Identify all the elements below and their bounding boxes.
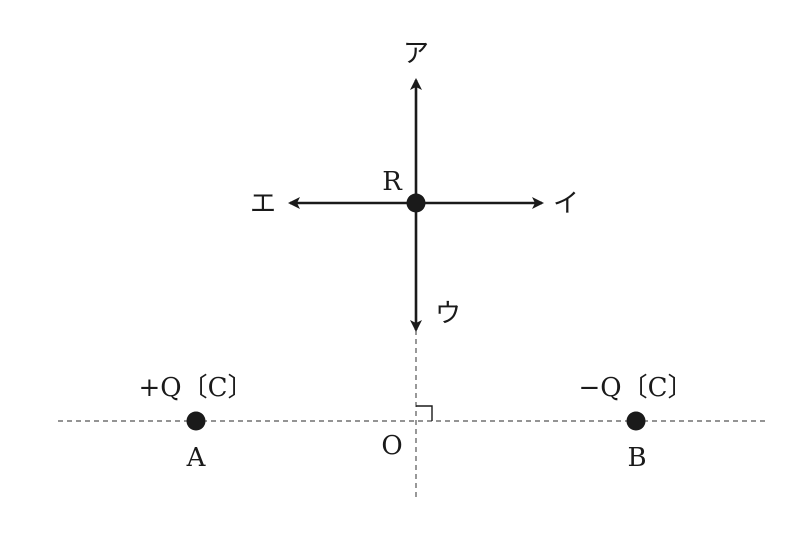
label-charge-b: −Q〔C〕	[579, 373, 694, 403]
label-arrow-down: ウ	[435, 299, 461, 329]
label-point-b: B	[627, 443, 646, 473]
label-point-o: O	[381, 431, 402, 461]
label-point-a: A	[186, 443, 207, 473]
label-charge-a: +Q〔C〕	[139, 373, 254, 403]
label-arrow-left: エ	[250, 189, 276, 219]
point-r-dot	[406, 193, 426, 213]
right-angle-icon	[416, 405, 433, 421]
point-b-dot	[626, 411, 646, 431]
label-arrow-up: ア	[403, 39, 429, 69]
label-point-r: R	[382, 167, 403, 197]
label-arrow-right: イ	[553, 189, 579, 219]
point-a-dot	[186, 411, 206, 431]
